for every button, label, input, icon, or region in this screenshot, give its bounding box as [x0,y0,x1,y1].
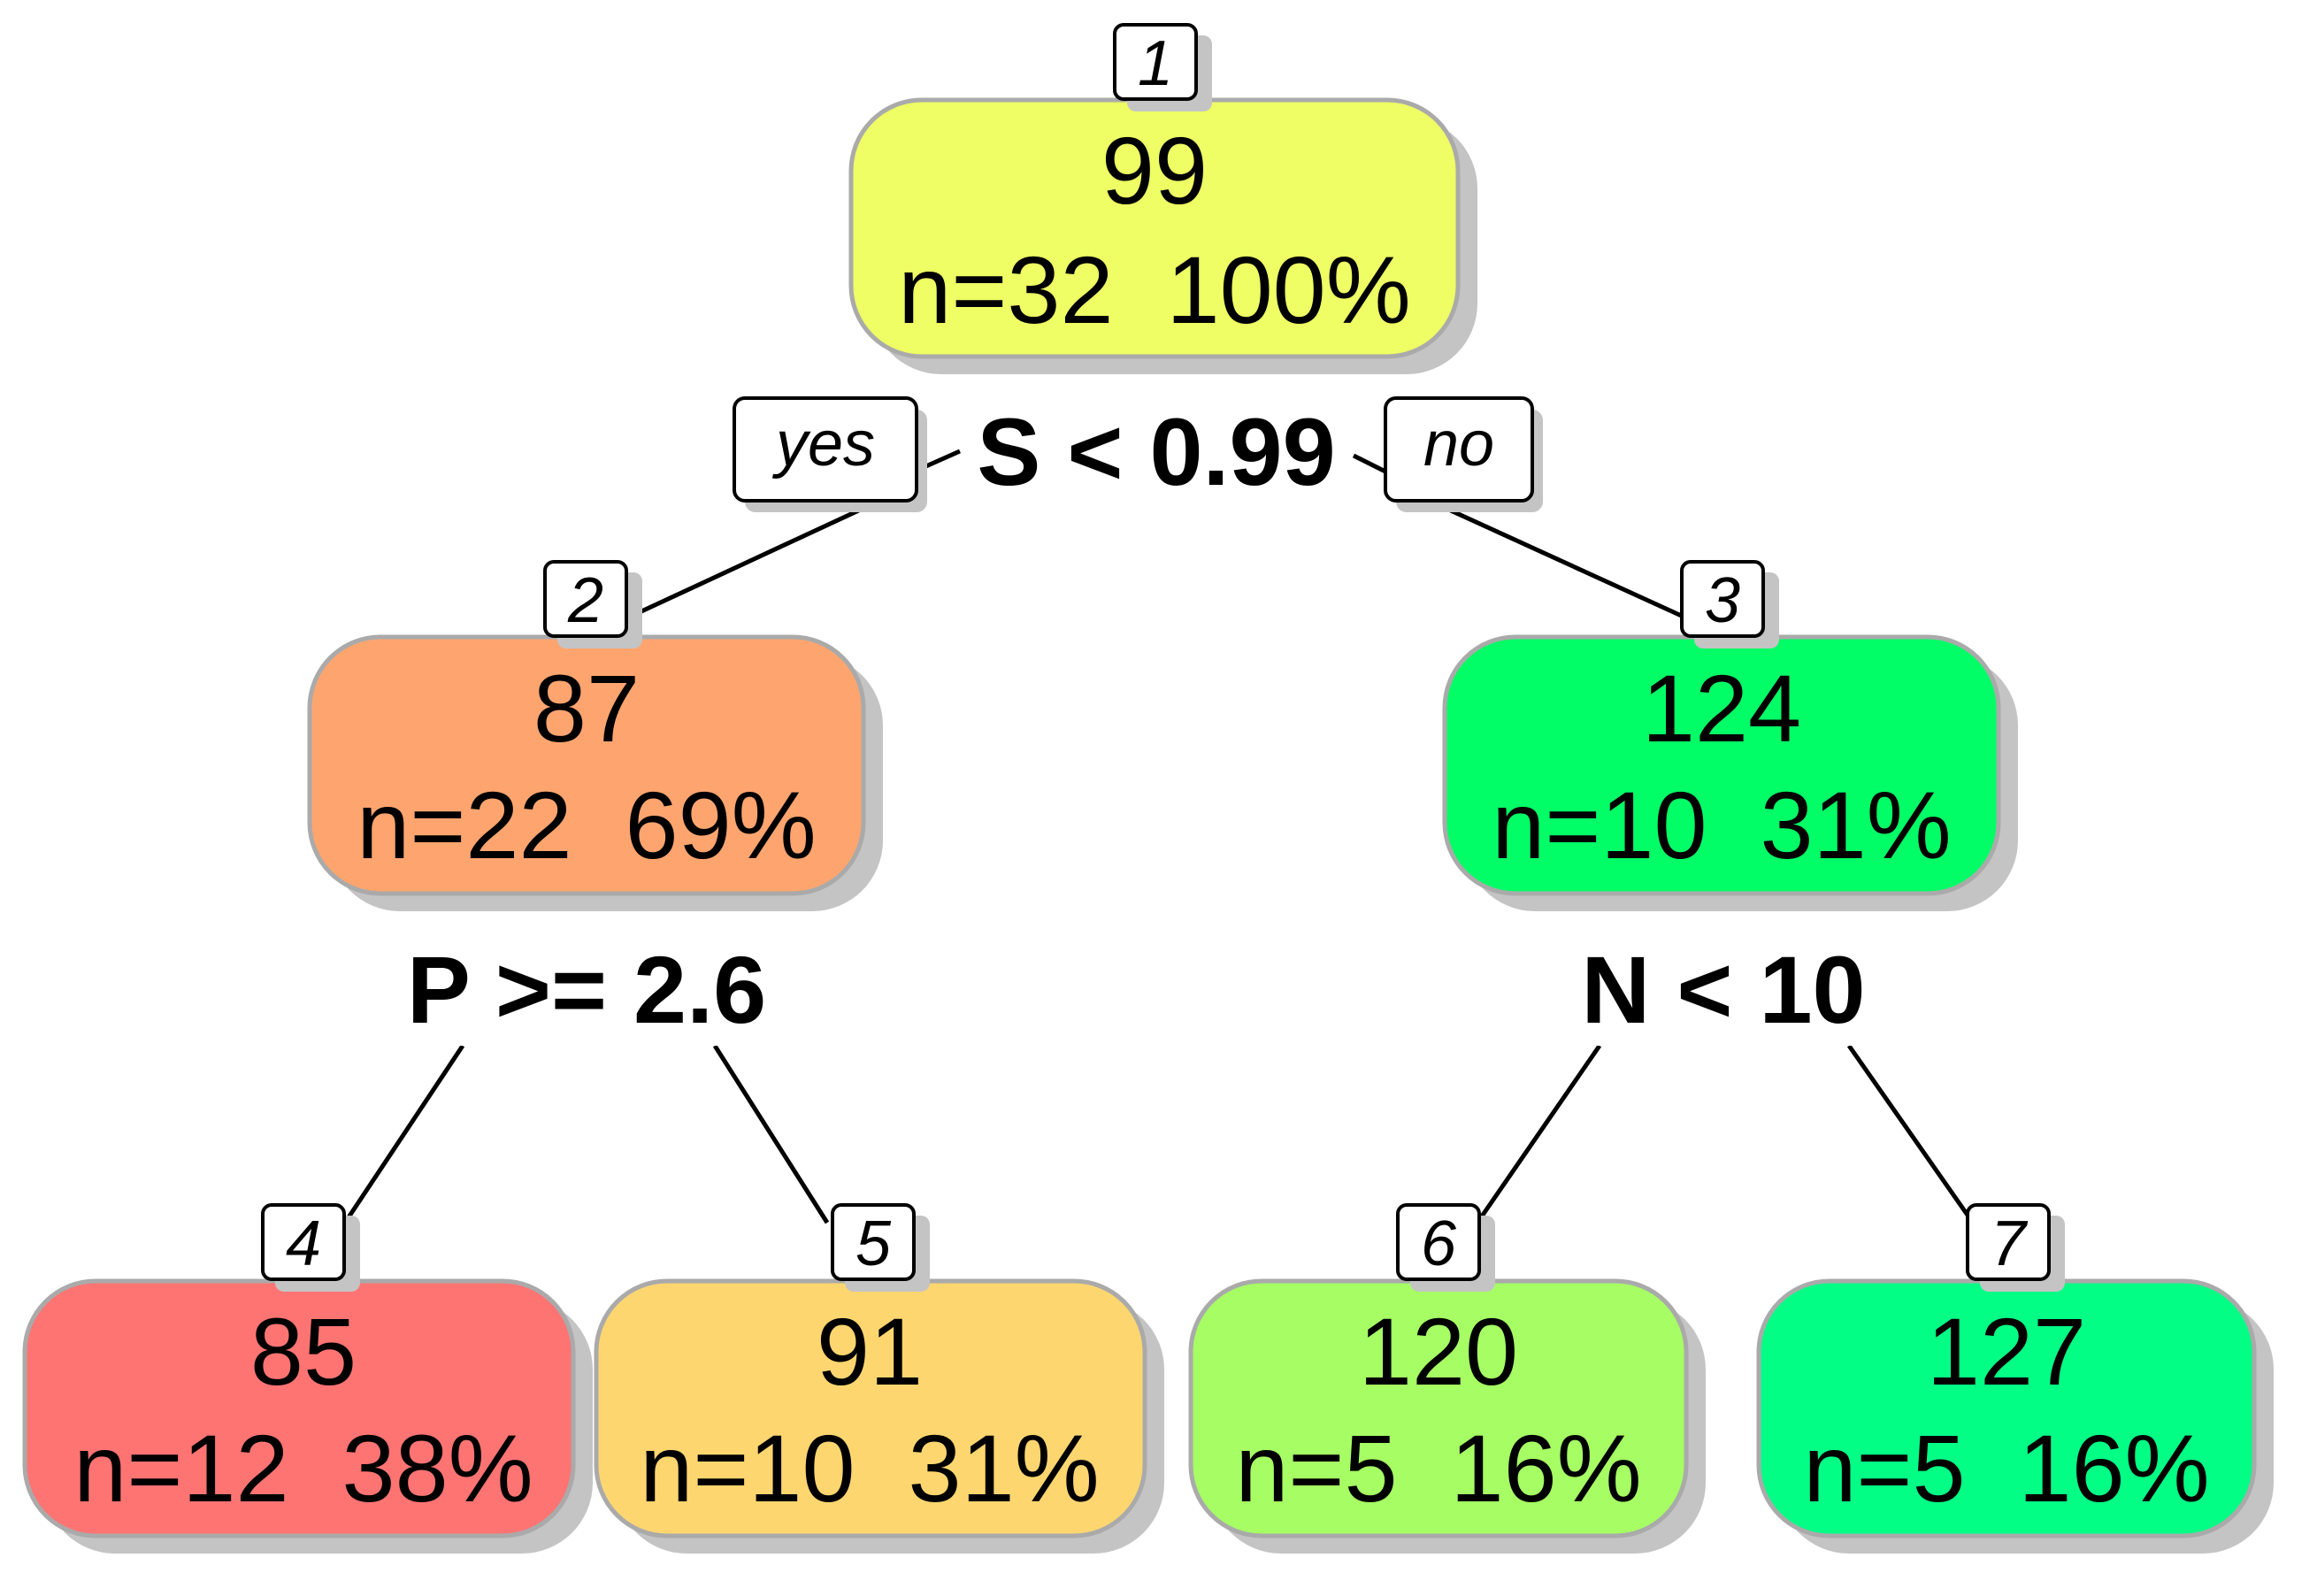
node-number: 7 [1991,1209,2029,1279]
tree-node-7: 127 n=5 16% 7 [1756,1203,2274,1554]
node-number: 5 [855,1209,892,1279]
edge-root-no [1352,453,1391,476]
node-value: 91 [817,1298,923,1405]
split-label-background [389,911,784,1046]
node-stats: n=22 69% [357,771,816,879]
tree-node-3: 124 n=10 31% 3 [1442,560,2018,911]
split-label-background [1568,911,1879,1046]
node-number: 3 [1705,565,1740,636]
node-value: 124 [1642,655,1801,762]
node-stats: n=5 16% [1235,1415,1641,1522]
node-number-box [261,1203,346,1281]
node-value: 85 [250,1298,357,1405]
tree-node-1: 99 n=32 100% 1 [848,23,1477,374]
split-label-root: S < 0.99 [977,398,1335,505]
node-stats: n=12 38% [73,1415,533,1522]
node-number-box [831,1203,916,1281]
node-value: 87 [533,655,640,762]
edge-no-node3 [1431,500,1687,620]
tree-node-4: 85 n=12 38% 4 [22,1203,593,1554]
edge-node3-node6 [1475,1044,1602,1224]
tree-node-6: 120 n=5 16% 6 [1188,1203,1706,1554]
branch-tag-no: no [1384,396,1543,512]
node-value: 120 [1359,1298,1518,1405]
node-number: 2 [567,565,603,636]
branch-label-yes: yes [771,409,875,480]
edge-node2-node4 [342,1044,465,1224]
node-number-box [543,560,628,638]
node-value: 127 [1927,1298,2086,1405]
node-stats: n=10 31% [640,1415,1099,1522]
node-number: 4 [286,1209,321,1279]
node-number-box [1396,1203,1481,1281]
node-stats: n=10 31% [1492,771,1951,879]
edge-node2-node5 [712,1044,830,1224]
tag-box [733,396,918,503]
tag-box [1384,396,1534,503]
tree-edges [342,449,1976,1224]
split-label-node2: P >= 2.6 [407,936,766,1043]
tree-node-5: 91 n=10 31% 5 [594,1203,1164,1554]
node-value: 99 [1101,117,1208,224]
branch-label-no: no [1423,409,1494,480]
edge-yes-node2 [626,500,878,620]
edge-node3-node7 [1846,1044,1976,1224]
node-number-box [1680,560,1765,638]
node-number: 6 [1421,1209,1457,1279]
node-number: 1 [1138,28,1173,99]
node-number-box [1113,23,1198,101]
branch-tag-yes: yes [733,396,927,512]
node-stats: n=5 16% [1803,1415,2209,1522]
tree-node-2: 87 n=22 69% 2 [307,560,883,911]
split-label-node3: N < 10 [1581,936,1865,1043]
node-number-box [1966,1203,2051,1281]
split-label-background [962,376,1351,500]
node-stats: n=32 100% [898,236,1411,343]
